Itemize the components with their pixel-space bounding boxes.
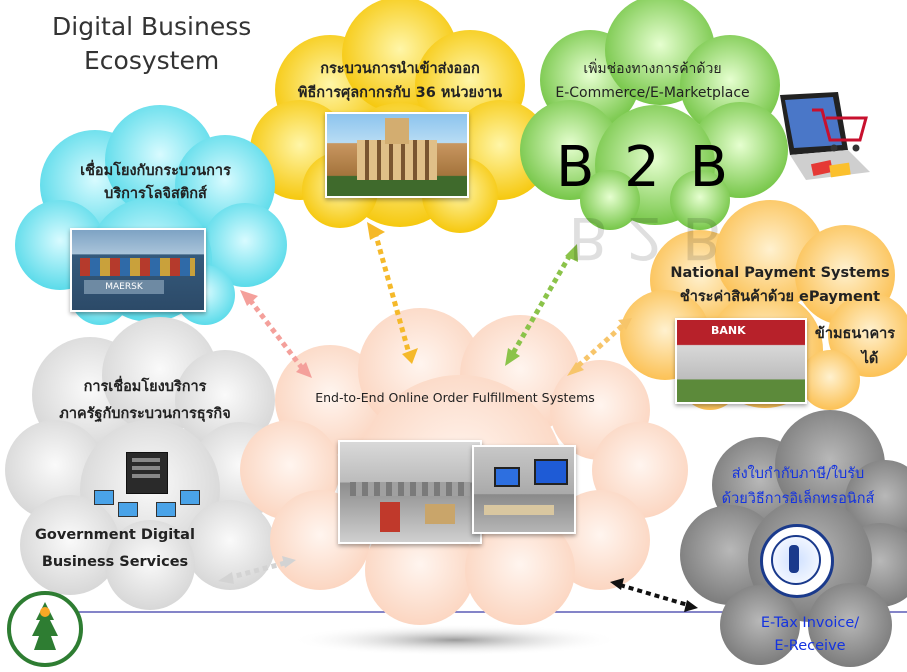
b2b-reflection: B 2 B (568, 204, 721, 272)
b2b-line2: E-Commerce/E-Marketplace (555, 84, 750, 101)
logistics-line1: เชื่อมโยงกับกระบวนการ (80, 163, 231, 179)
arrow-etax (619, 583, 689, 607)
etax-text-top: ส่งใบกำกับภาษี/ใบรับ ด้วยวิธีการอิเล็กทร… (688, 462, 907, 511)
etax-line4: E-Receive (774, 638, 846, 655)
customs-text: กระบวนการนำเข้าส่งออก พิธีการศุลกากรกับ … (270, 58, 530, 106)
ministry-emblem-logo (6, 590, 84, 668)
cargo-ship-photo: MAERSK (70, 228, 206, 312)
ship-hull-text: MAERSK (84, 280, 164, 294)
bank-photo: BANK (675, 318, 807, 404)
government-line3: Government Digital (35, 527, 195, 543)
etax-line1: ส่งใบกำกับภาษี/ใบรับ (731, 466, 865, 482)
revenue-department-seal-icon (760, 524, 834, 598)
etax-text-bottom: E-Tax Invoice/ E-Receive (730, 612, 890, 658)
server-network-icon (88, 450, 206, 520)
cloud-b2b (520, 0, 788, 230)
center-shadow (290, 624, 620, 656)
arrow-government (227, 560, 286, 581)
government-line2: ภาครัฐกับกระบวนการธุรกิจ (59, 405, 231, 422)
customs-line2: พิธีการศุลกากรกับ 36 หน่วยงาน (297, 84, 503, 101)
payment-line1: National Payment Systems (670, 265, 890, 281)
title-line1: Digital Business (52, 12, 252, 41)
government-line4: Business Services (41, 553, 189, 570)
payment-line4: ได้ (861, 351, 879, 368)
arrow-customs (372, 231, 411, 351)
laptop-cart-illustration (780, 92, 870, 180)
payment-text-side: ข้ามธนาคาร ได้ (805, 322, 905, 373)
logistics-text: เชื่อมโยงกับกระบวนการ บริการโลจิสติกส์ (58, 160, 253, 206)
center-label: End-to-End Online Order Fulfillment Syst… (315, 390, 595, 405)
payment-text-top: National Payment Systems ชำระค่าสินค้าด้… (660, 262, 900, 310)
b2b-line1: เพิ่มช่องทางการค้าด้วย (583, 61, 722, 77)
fulfillment-desk-photo (472, 445, 576, 534)
arrow-logistics (248, 298, 304, 370)
etax-line3: E-Tax Invoice/ (760, 615, 860, 631)
title-line2: Ecosystem (84, 45, 220, 75)
warehouse-photo (338, 440, 482, 544)
arrow-payment (576, 324, 624, 368)
connectors (218, 222, 698, 612)
logistics-line2: บริการโลจิสติกส์ (104, 186, 207, 203)
page-title: Digital Business Ecosystem (52, 10, 251, 78)
customs-line1: กระบวนการนำเข้าส่งออก (320, 61, 480, 77)
payment-line3: ข้ามธนาคาร (814, 326, 896, 342)
arrow-b2b (509, 253, 573, 357)
government-text-bottom: Government Digital Business Services (25, 522, 205, 576)
government-text-top: การเชื่อมโยงบริการ ภาครัฐกับกระบวนการธุร… (25, 374, 265, 428)
bank-sign: BANK (711, 324, 746, 337)
customs-house-photo (325, 112, 469, 198)
etax-line2: ด้วยวิธีการอิเล็กทรอนิกส์ (721, 490, 875, 507)
b2b-text: เพิ่มช่องทางการค้าด้วย E-Commerce/E-Mark… (535, 58, 770, 106)
government-line1: การเชื่อมโยงบริการ (83, 379, 207, 395)
b2b-big-label: B 2 B (555, 135, 735, 200)
payment-line2: ชำระค่าสินค้าด้วย ePayment (679, 288, 881, 305)
